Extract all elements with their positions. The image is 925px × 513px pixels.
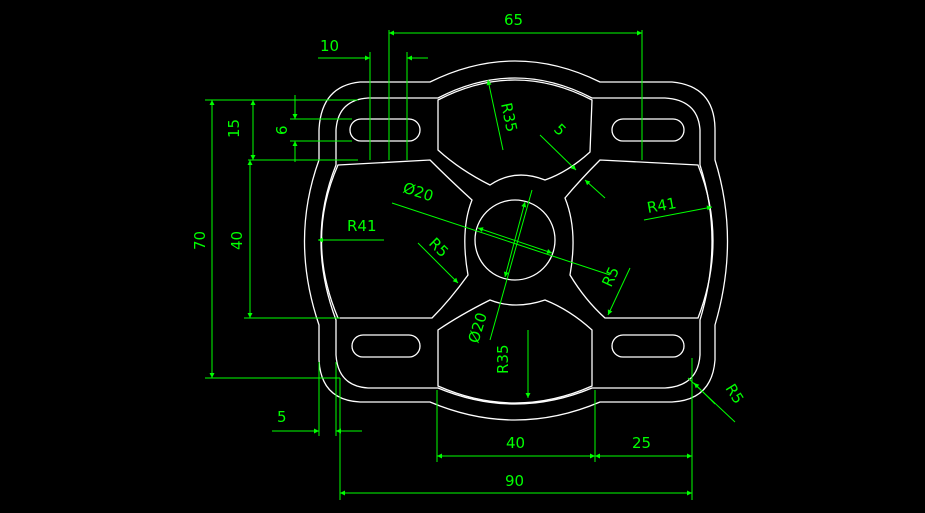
dim-40-left: 40 — [228, 231, 246, 250]
slot-top-left — [349, 118, 421, 142]
window-top — [437, 79, 593, 186]
slot-top-right — [611, 118, 685, 142]
outer-contour — [303, 60, 729, 421]
window-right — [564, 159, 714, 319]
dimensions: 65 10 15 6 70 40 R35 5 — [191, 11, 747, 500]
dim-r5-corner: R5 — [722, 381, 748, 407]
slot-bottom-left — [351, 334, 421, 358]
window-left — [320, 159, 473, 319]
dim-70: 70 — [191, 231, 209, 250]
dim-dia20-a: Ø20 — [401, 179, 436, 206]
dim-r5-right: R5 — [598, 264, 623, 290]
hub-hole — [474, 199, 556, 281]
dim-15: 15 — [225, 119, 243, 138]
dim-r35-bottom: R35 — [494, 344, 512, 374]
dim-dia20-b: Ø20 — [465, 310, 491, 345]
dim-90: 90 — [505, 472, 524, 490]
dim-r5-left: R5 — [425, 234, 452, 261]
part-geometry — [303, 60, 729, 421]
dim-5-bottom: 5 — [277, 408, 287, 426]
dim-r41-right: R41 — [646, 194, 678, 217]
dim-6: 6 — [273, 125, 291, 135]
window-bottom — [437, 299, 593, 404]
slot-bottom-right — [611, 334, 685, 358]
dim-10: 10 — [320, 37, 339, 55]
dim-5-web: 5 — [550, 120, 569, 139]
dim-25: 25 — [632, 434, 651, 452]
dim-r35-top: R35 — [497, 101, 521, 134]
dim-r41-left: R41 — [347, 217, 377, 235]
dim-40-bottom: 40 — [506, 434, 525, 452]
dim-65: 65 — [504, 11, 523, 29]
